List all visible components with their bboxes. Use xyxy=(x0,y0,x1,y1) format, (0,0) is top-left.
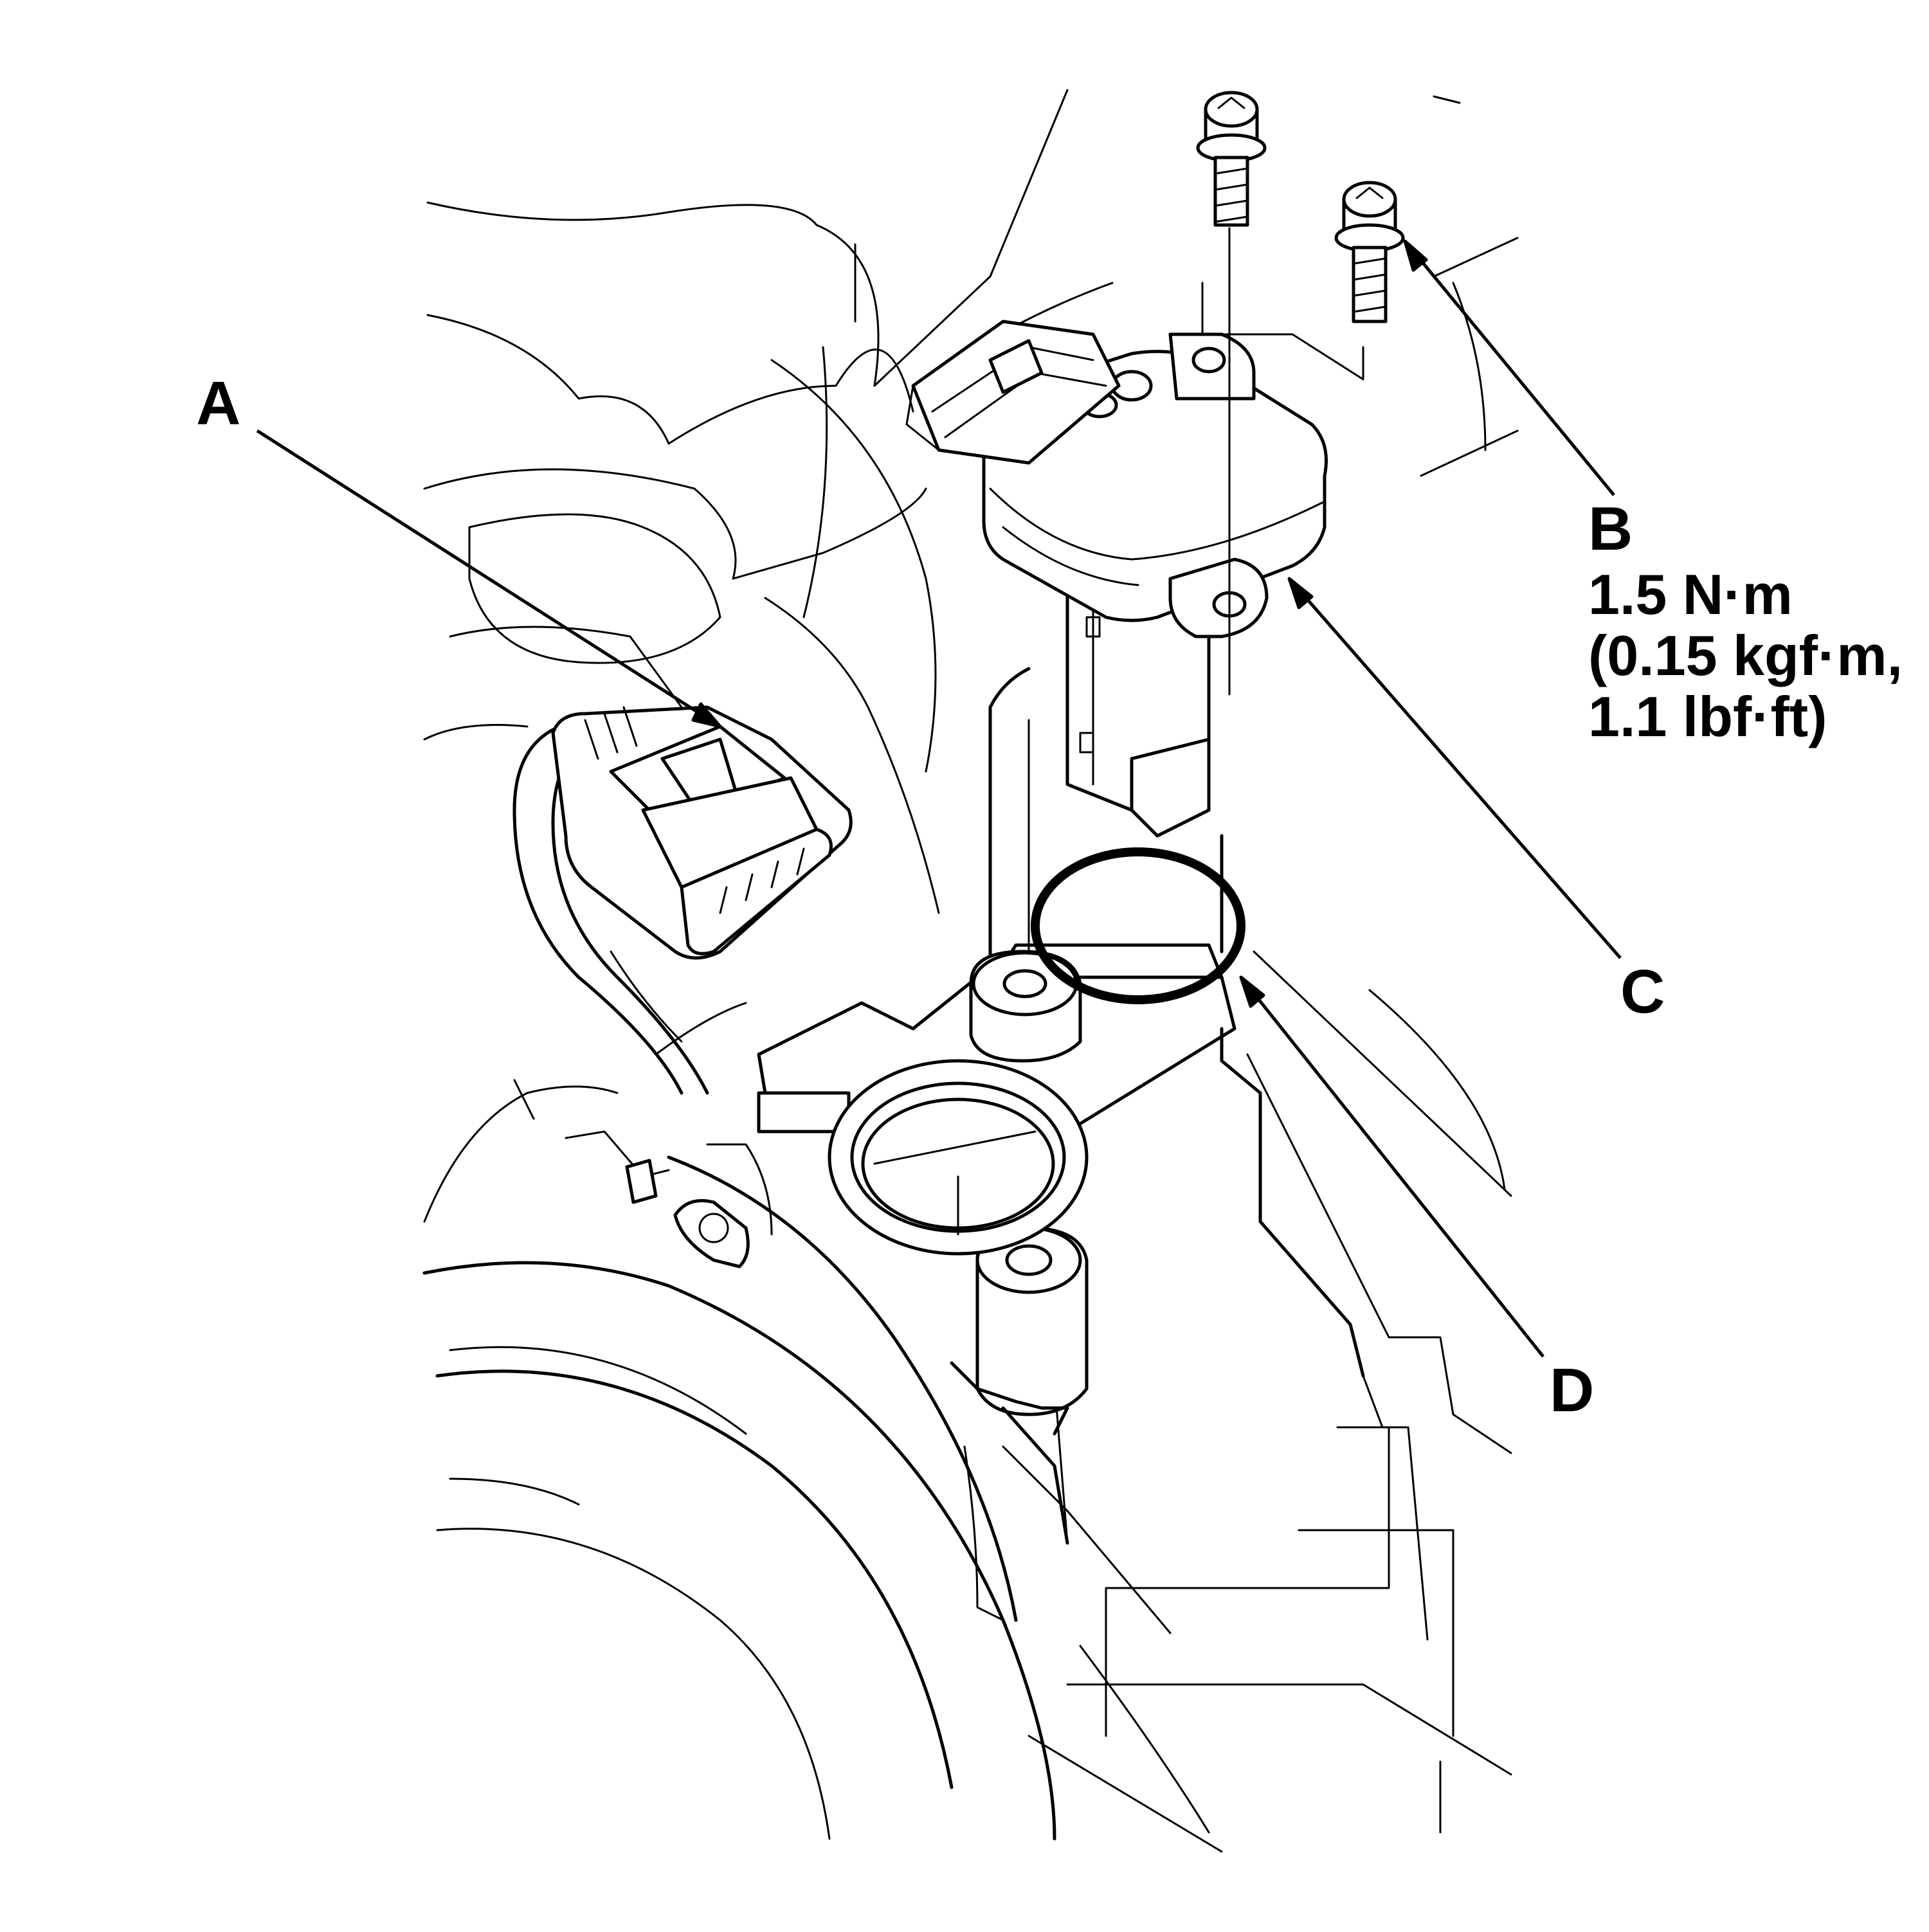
torque-spec-lbf: 1.1 lbf·ft) xyxy=(1588,685,1827,748)
leader-line-d xyxy=(1240,976,1544,1358)
torque-spec-nm: 1.5 N·m xyxy=(1588,563,1793,626)
callout-labels: A B 1.5 N·m (0.15 kgf·m, 1.1 lbf·ft) C D xyxy=(196,369,1903,1425)
engine-background-outlines xyxy=(423,89,1519,1853)
callout-label-a: A xyxy=(196,369,240,438)
lower-mounting-boss xyxy=(950,1226,1089,1545)
harness-connector-drawing xyxy=(512,705,853,1095)
upper-mounting-boss xyxy=(969,950,1082,1063)
callout-label-b: B xyxy=(1588,494,1633,563)
leader-line-a xyxy=(256,429,721,728)
throttle-housing-drawing xyxy=(422,1130,1069,1841)
callout-label-c: C xyxy=(1620,957,1665,1026)
leader-lines xyxy=(256,239,1622,1358)
sensor-port xyxy=(828,1059,1089,1256)
airflow-sensor-drawing xyxy=(905,320,1328,838)
o-ring-drawing xyxy=(1031,847,1245,1004)
leader-line-c xyxy=(1288,577,1622,959)
leader-line-b xyxy=(1404,240,1615,496)
bolts-drawing xyxy=(1196,91,1405,696)
callout-label-d: D xyxy=(1550,1356,1594,1425)
torque-spec-kgf: (0.15 kgf·m, xyxy=(1588,624,1903,687)
